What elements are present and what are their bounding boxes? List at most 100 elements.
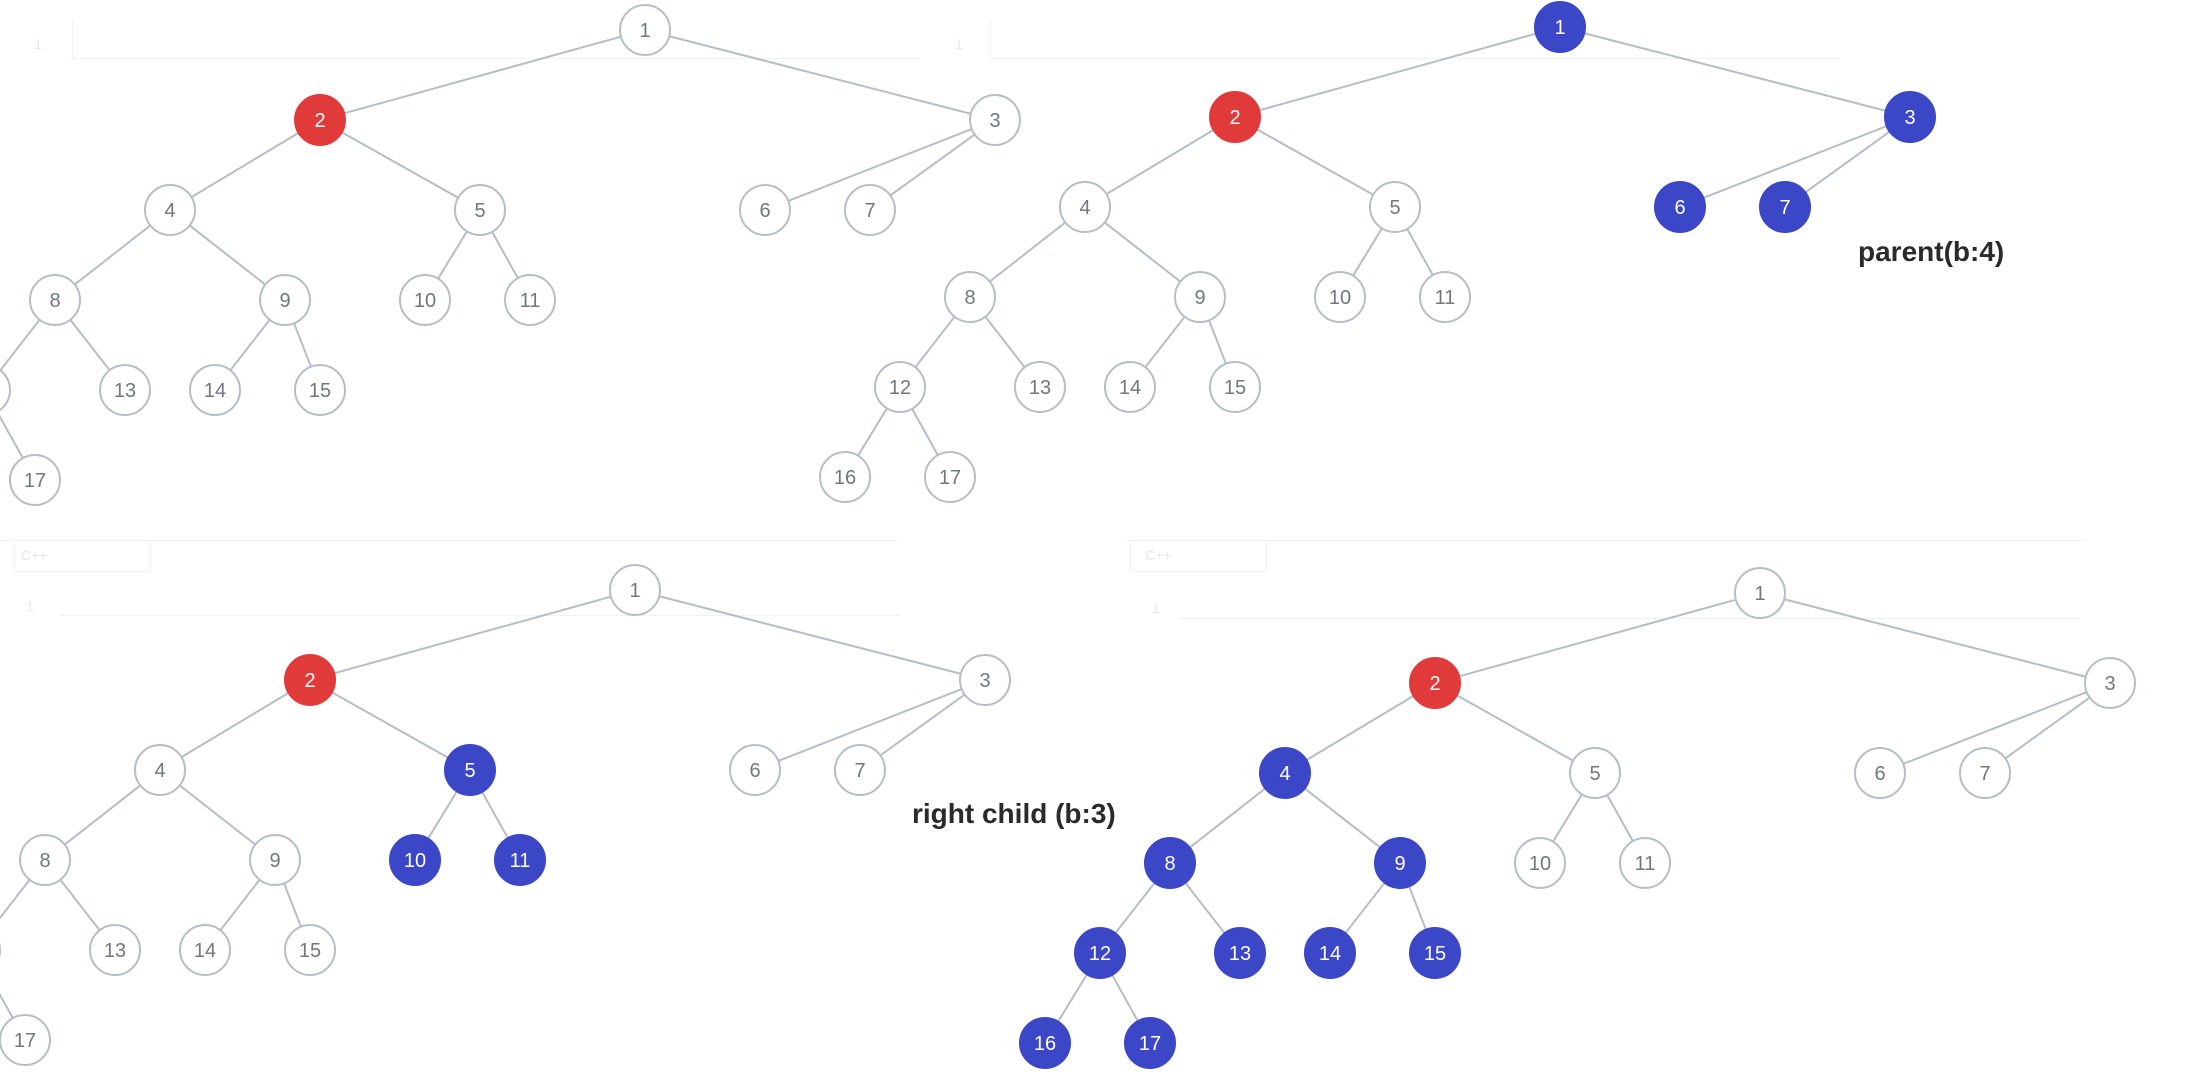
node-circle [844, 184, 896, 236]
tree-node-17: 17 [0, 1014, 51, 1066]
tree-node-5-highlighted: 5 [444, 744, 496, 796]
node-circle [1124, 1017, 1176, 1069]
tree-node-5: 5 [1569, 747, 1621, 799]
node-label: 4 [1079, 197, 1090, 219]
tree-node-10-highlighted: 10 [389, 834, 441, 886]
tree-edge-5-11 [491, 231, 519, 279]
node-circle [739, 184, 791, 236]
tree-node-8: 8 [19, 834, 71, 886]
tree-edge-8-12 [0, 319, 41, 371]
tree-edge-2-4 [1105, 129, 1215, 195]
tree-node-5: 5 [454, 184, 506, 236]
node-circle [399, 274, 451, 326]
node-label: 2 [314, 110, 325, 132]
node-label: 5 [464, 760, 475, 782]
tree-edge-5-11 [1406, 228, 1434, 276]
tree-node-14: 14 [179, 924, 231, 976]
node-circle [1854, 747, 1906, 799]
tree-node-13: 13 [99, 364, 151, 416]
node-circle [1654, 181, 1706, 233]
tree-node-4: 4 [144, 184, 196, 236]
node-label: 3 [989, 110, 1000, 132]
tree-node-9: 9 [1174, 271, 1226, 323]
tree-edge-12-17 [0, 992, 14, 1019]
node-circle [1734, 567, 1786, 619]
node-circle [454, 184, 506, 236]
tree-node-15: 15 [284, 924, 336, 976]
tree-edge-4-8 [989, 221, 1066, 283]
tree-edge-12-17 [1111, 974, 1139, 1022]
tree-node-6: 6 [729, 744, 781, 796]
node-label: 5 [474, 200, 485, 222]
node-label: 15 [1224, 377, 1246, 399]
node-label: 10 [1329, 287, 1351, 309]
tree-edge-5-10 [1352, 227, 1383, 277]
node-circle [0, 1014, 51, 1066]
tree-edge-5-10 [427, 790, 458, 840]
tree-edge-2-4 [180, 692, 290, 758]
tree-node-13-highlighted: 13 [1214, 927, 1266, 979]
tree-node-14-highlighted: 14 [1304, 927, 1356, 979]
tree-node-8: 8 [944, 271, 996, 323]
node-circle [959, 654, 1011, 706]
node-circle [494, 834, 546, 886]
tree-edge-3-6 [1902, 691, 2088, 765]
tree-node-10: 10 [1514, 837, 1566, 889]
ghost-language-select: C++ [1130, 540, 1267, 572]
node-circle [1144, 837, 1196, 889]
node-label: 1 [639, 20, 650, 42]
tree-edge-4-9 [1104, 221, 1181, 283]
tree-node-12: 12 [0, 368, 11, 412]
tree-node-15: 15 [1209, 361, 1261, 413]
tree-node-3: 3 [2084, 657, 2136, 709]
tree-node-1-highlighted: 1 [1534, 1, 1586, 53]
tree-node-7: 7 [1959, 747, 2011, 799]
tree-edge-9-14 [229, 319, 271, 371]
node-label: 5 [1389, 197, 1400, 219]
node-circle [1014, 361, 1066, 413]
node-label: 6 [749, 760, 760, 782]
node-label: 2 [1429, 673, 1440, 695]
ghost-line-number: 1 [955, 36, 963, 52]
node-label: 5 [1589, 763, 1600, 785]
node-label: 13 [1229, 943, 1251, 965]
node-label: 1 [629, 580, 640, 602]
node-label: 14 [204, 380, 226, 402]
tree-edge-1-2 [343, 35, 622, 115]
node-circle [1619, 837, 1671, 889]
node-label: 14 [1319, 943, 1341, 965]
node-label: 15 [1424, 943, 1446, 965]
ghost-line-number: 1 [1152, 600, 1160, 616]
node-circle [1759, 181, 1811, 233]
tree-node-4: 4 [134, 744, 186, 796]
tree-edge-1-2 [333, 595, 612, 675]
node-label: 16 [1034, 1033, 1056, 1055]
node-circle [834, 744, 886, 796]
node-label: 1 [1754, 583, 1765, 605]
node-label: 9 [269, 850, 280, 872]
ghost-line-number: 1 [26, 598, 34, 614]
node-label: 16 [834, 467, 856, 489]
tree-edge-3-7 [2004, 696, 2091, 760]
tree-node-8-highlighted: 8 [1144, 837, 1196, 889]
node-circle [1019, 1017, 1071, 1069]
ghost-language-select: C++ [14, 540, 151, 572]
node-circle [1419, 271, 1471, 323]
node-circle [924, 451, 976, 503]
ghost-editor-line [1125, 540, 2085, 541]
tree-node-8: 8 [29, 274, 81, 326]
tree-edge-8-12 [1114, 882, 1156, 934]
node-circle [1514, 837, 1566, 889]
tree-node-13: 13 [89, 924, 141, 976]
node-circle [1304, 927, 1356, 979]
tree-edge-4-8 [64, 784, 141, 846]
node-label: 14 [1119, 377, 1141, 399]
node-label: 14 [194, 940, 216, 962]
tree-edge-12-16 [1057, 973, 1088, 1023]
tree-edge-9-15 [283, 882, 302, 928]
ghost-editor-line [0, 540, 900, 541]
tree-edge-4-9 [1304, 787, 1381, 849]
caption-parent: parent(b:4) [1858, 236, 2005, 267]
tree-node-1: 1 [1734, 567, 1786, 619]
